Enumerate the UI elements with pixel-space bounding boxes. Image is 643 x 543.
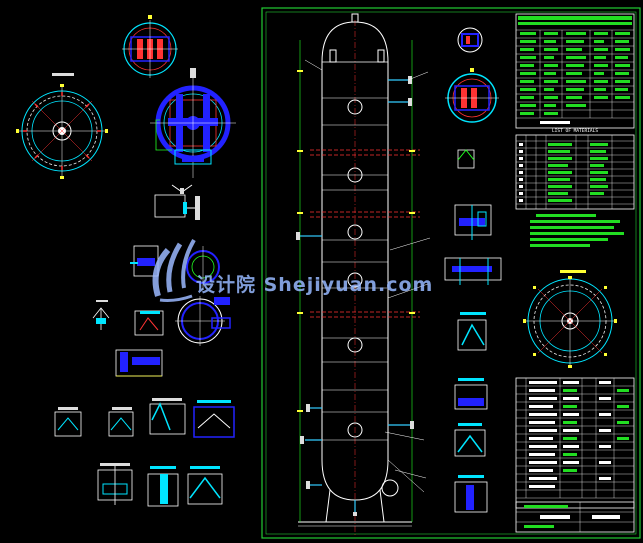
nozzle-detail-right-5 <box>454 378 488 410</box>
nozzle-detail-right-3 <box>444 257 502 285</box>
nozzle-detail-right-2 <box>454 204 492 240</box>
watermark-logo-icon <box>152 238 196 302</box>
support-detail <box>115 349 163 377</box>
leader-lines <box>304 59 431 493</box>
drawing-frame <box>261 7 641 539</box>
weld-detail-3 <box>54 407 82 437</box>
nozzle-orientation-small <box>457 27 483 53</box>
technical-notes <box>530 214 624 247</box>
column-trays <box>310 149 420 318</box>
nozzle-detail-right-1 <box>457 149 475 169</box>
nozzle-detail-1 <box>171 184 193 194</box>
weld-detail-7 <box>97 463 133 505</box>
materials-table: LIST OF MATERIALS <box>515 128 635 210</box>
design-data-table <box>515 13 635 129</box>
nozzle-orientation-plan <box>523 270 617 368</box>
manhole-detail <box>130 245 220 290</box>
nozzle-detail-right-4 <box>457 312 487 351</box>
plan-view-top-left <box>16 73 108 179</box>
section-view-large <box>150 68 236 178</box>
weld-detail-8 <box>147 466 179 507</box>
column-top-nozzles <box>329 13 385 63</box>
column-tray-outlines <box>322 97 388 441</box>
weld-detail-4 <box>108 407 134 437</box>
section-view-top-center <box>122 15 178 78</box>
manhole-cover-view <box>175 296 231 346</box>
weld-detail-1 <box>92 300 110 330</box>
weld-detail-5 <box>149 398 186 435</box>
nozzle-orientation-medium <box>445 68 499 123</box>
nozzle-detail-2 <box>154 194 200 220</box>
parts-table <box>515 377 635 533</box>
materials-table-title: LIST OF MATERIALS <box>552 128 598 134</box>
weld-detail-9 <box>187 466 223 505</box>
column-nozzles <box>300 79 410 512</box>
column-nozzle-flanges <box>296 76 414 516</box>
weld-detail-2 <box>134 310 164 336</box>
nozzle-detail-right-6 <box>454 423 486 457</box>
nozzle-detail-right-7 <box>454 475 488 513</box>
weld-detail-6 <box>193 400 235 438</box>
dim-ticks <box>297 70 415 412</box>
column-manholes <box>347 99 399 497</box>
watermark-text: 设计院 Shejiyuan.com <box>196 274 434 296</box>
